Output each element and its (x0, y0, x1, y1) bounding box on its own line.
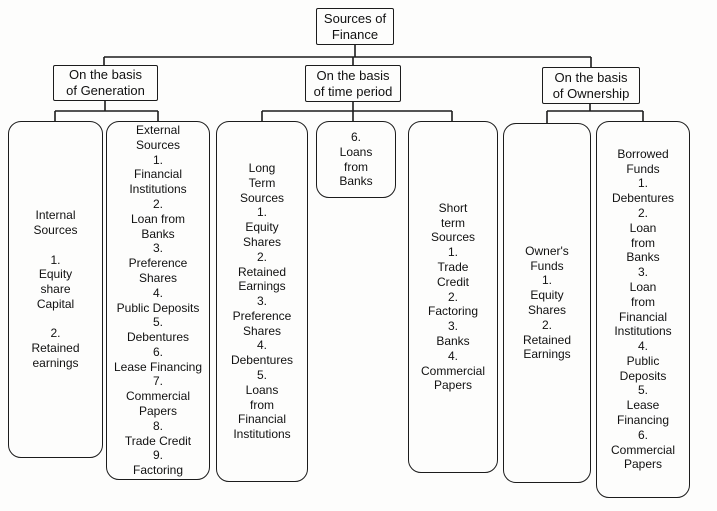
internal-sources-text: Internal Sources 1. Equity share Capital… (31, 208, 80, 371)
loans-from-banks-text: 6. Loans from Banks (339, 129, 373, 189)
owners-funds-text: Owner's Funds 1. Equity Shares 2. Retain… (522, 243, 572, 362)
leaf-box-external-sources: External Sources 1. Financial Institutio… (106, 121, 210, 480)
leaf-box-borrowed-funds: Borrowed Funds 1. Debentures 2. Loan fro… (596, 121, 690, 498)
leaf-box-long-term-sources: Long Term Sources 1. Equity Shares 2. Re… (216, 121, 308, 482)
branch-header-generation: On the basis of Generation (53, 65, 158, 101)
borrowed-funds-text: Borrowed Funds 1. Debentures 2. Loan fro… (610, 146, 675, 472)
short-term-sources-text: Short term Sources 1. Trade Credit 2. Fa… (420, 200, 485, 393)
leaf-box-short-term-sources: Short term Sources 1. Trade Credit 2. Fa… (408, 121, 498, 473)
leaf-box-internal-sources: Internal Sources 1. Equity share Capital… (8, 121, 103, 458)
branch-header-ownership: On the basis of Ownership (542, 67, 640, 104)
leaf-box-owners-funds: Owner's Funds 1. Equity Shares 2. Retain… (503, 123, 591, 483)
branch-header-time-period-label: On the basis of time period (313, 67, 393, 99)
long-term-sources-text: Long Term Sources 1. Equity Shares 2. Re… (230, 160, 294, 442)
external-sources-text: External Sources 1. Financial Institutio… (113, 122, 203, 478)
branch-header-generation-label: On the basis of Generation (66, 67, 145, 98)
branch-header-ownership-label: On the basis of Ownership (552, 69, 630, 101)
root-label: Sources of Finance (323, 10, 387, 42)
leaf-box-loans-from-banks: 6. Loans from Banks (316, 121, 396, 198)
root-box-sources-of-finance: Sources of Finance (316, 8, 394, 45)
branch-header-time-period: On the basis of time period (305, 65, 401, 102)
